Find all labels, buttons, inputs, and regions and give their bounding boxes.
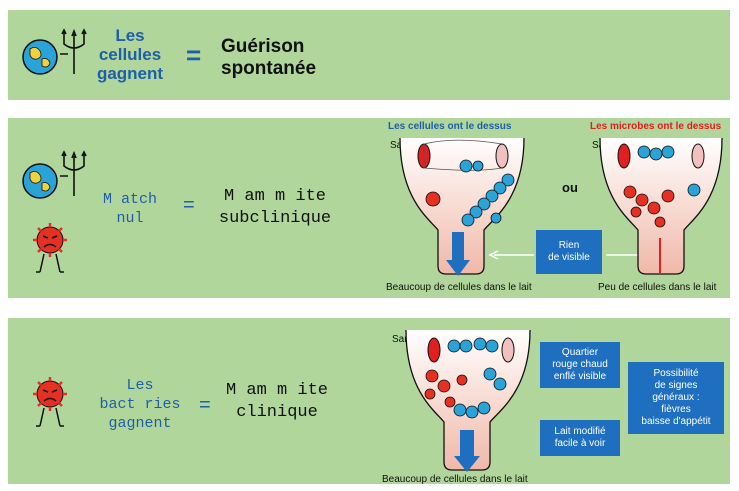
panel-cells-win: Les cellules gagnent = Guérison spontané… [8, 10, 730, 100]
box-line: généraux : [641, 392, 710, 404]
visible-swelling-box: Quartier rouge chaud enflé visible [540, 342, 620, 388]
equals-sign: = [183, 194, 195, 217]
few-cells-caption: Peu de cellules dans le lait [598, 282, 716, 293]
clinical-mastitis-label: M am m ite clinique [222, 380, 332, 424]
spontaneous-healing-label: Guérison spontanée [221, 36, 316, 80]
box-line: Quartier [552, 347, 608, 359]
microbe-face-icon [30, 220, 70, 276]
draw-label: M atch nul [100, 190, 160, 228]
equals-sign: = [186, 40, 201, 71]
label-line: M atch [100, 190, 160, 209]
or-label: ou [562, 180, 578, 195]
result-line: M am m ite [222, 380, 332, 402]
cell-chain-icon [448, 158, 528, 248]
result-line: Guérison [221, 36, 316, 58]
box-line: de signes [641, 380, 710, 392]
trident-icon [58, 24, 90, 76]
box-line: de visible [548, 252, 590, 264]
result-line: clinique [222, 402, 332, 424]
udder-icon [404, 330, 544, 474]
bacteria-win-label: Les bact ries gagnent [92, 376, 188, 433]
udder-icon [598, 138, 728, 278]
box-line: Possibilité [641, 368, 710, 380]
panel-draw: M atch nul = M am m ite subclinique Les … [8, 118, 730, 298]
box-line: enflé visible [552, 371, 608, 383]
many-cells-caption: Beaucoup de cellules dans le lait [382, 474, 528, 485]
equals-sign: = [199, 394, 211, 417]
box-line: Rien [548, 240, 590, 252]
box-line: rouge chaud [552, 359, 608, 371]
result-line: spontanée [221, 58, 316, 80]
microbes-dominate-header: Les microbes ont le dessus [590, 121, 721, 132]
box-line: baisse d'appétit [641, 416, 710, 428]
general-signs-box: Possibilité de signes généraux : fièvres… [628, 362, 724, 434]
microbe-icon [422, 188, 444, 210]
microbe-face-icon [30, 374, 70, 430]
box-line: facile à voir [554, 438, 605, 450]
box-line: Lait modifié [554, 426, 605, 438]
label-line: bact ries [92, 395, 188, 414]
result-line: subclinique [210, 208, 340, 230]
result-line: M am m ite [210, 186, 340, 208]
panel-bacteria-win: Les bact ries gagnent = M am m ite clini… [8, 318, 730, 484]
cells-dominate-header: Les cellules ont le dessus [388, 121, 511, 132]
trident-icon [58, 146, 90, 198]
arrow-icon [486, 250, 536, 260]
cells-win-title: Les cellules gagnent [94, 26, 166, 83]
cell-globe-icon [20, 161, 60, 201]
cell-globe-icon [20, 37, 60, 77]
title-line: gagnent [94, 64, 166, 83]
label-line: nul [100, 209, 160, 228]
subclinical-mastitis-label: M am m ite subclinique [210, 186, 340, 230]
many-cells-caption: Beaucoup de cellules dans le lait [386, 282, 532, 293]
label-line: Les [92, 376, 188, 395]
box-line: fièvres [641, 404, 710, 416]
title-line: cellules [94, 45, 166, 64]
label-line: gagnent [92, 414, 188, 433]
modified-milk-box: Lait modifié facile à voir [540, 420, 620, 456]
title-line: Les [94, 26, 166, 45]
nothing-visible-box: Rien de visible [536, 230, 602, 274]
